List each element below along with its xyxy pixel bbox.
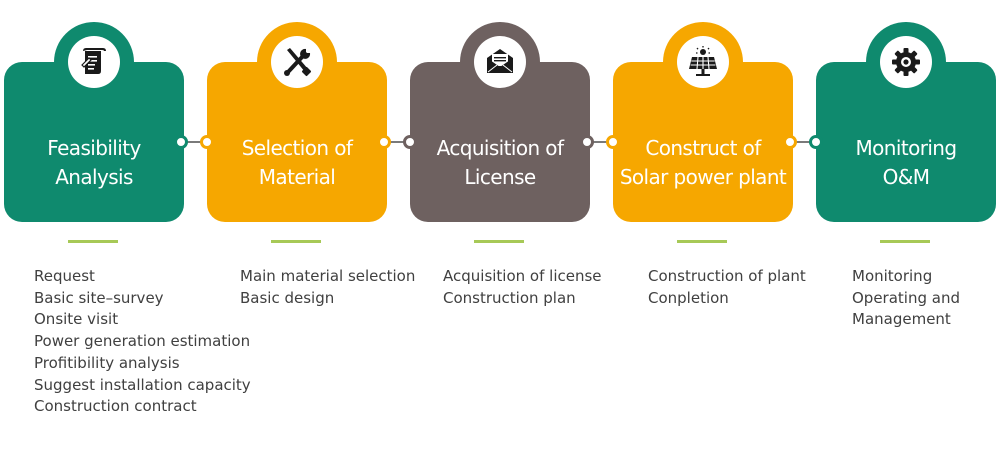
tools-icon: [271, 36, 323, 88]
solar-panel-icon: [677, 36, 729, 88]
list-item: Construction plan: [443, 288, 576, 307]
connector-dot: [200, 135, 214, 149]
step-card: [207, 62, 387, 222]
step-title-line: Material: [258, 165, 336, 189]
list-item: Construction contract: [34, 397, 197, 416]
step-title-line: Feasibility: [47, 136, 141, 160]
list-item: Conpletion: [648, 288, 729, 307]
list-item: Basic design: [240, 288, 335, 307]
step-acquisition-of-license: Acquisition of License Acquisition of li…: [410, 0, 602, 430]
step-title-line: O&M: [882, 165, 930, 189]
list-item: Onsite visit: [34, 310, 119, 329]
step-underline: [271, 240, 321, 243]
step-title-line: Analysis: [55, 165, 133, 189]
connector-dot: [174, 135, 188, 149]
step-items: Main material selection Basic design: [240, 266, 415, 309]
step-monitoring-om: Monitoring O&M Monitoring Operating and …: [816, 0, 996, 430]
step-title: Acquisition of License: [410, 134, 590, 192]
gear-icon: [880, 36, 932, 88]
step-card: [613, 62, 793, 222]
connector-2-3: [377, 135, 417, 149]
connector-1-2: [174, 135, 214, 149]
connector-line: [790, 141, 816, 143]
connector-dot: [606, 135, 620, 149]
list-item: Monitoring: [852, 267, 933, 285]
step-title-line: Selection of: [241, 136, 353, 160]
step-items: Request Basic site–survey Onsite visit P…: [34, 266, 251, 418]
list-item: Construction of plant: [648, 267, 806, 285]
step-underline: [880, 240, 930, 243]
list-item: Basic site–survey: [34, 288, 164, 307]
list-item: Acquisition of license: [443, 267, 602, 285]
connector-dot: [403, 135, 417, 149]
step-title: Selection of Material: [207, 134, 387, 192]
step-underline: [677, 240, 727, 243]
step-title-line: License: [464, 165, 536, 189]
step-card: [4, 62, 184, 222]
step-title: Feasibility Analysis: [4, 134, 184, 192]
list-item: Profitibility analysis: [34, 353, 180, 372]
step-items: Acquisition of license Construction plan: [443, 266, 602, 309]
list-item: Main material selection: [240, 267, 416, 285]
connector-dot: [377, 135, 391, 149]
step-items: Monitoring Operating and Management: [852, 266, 960, 331]
step-title-line: Monitoring: [855, 136, 958, 160]
list-item: Suggest installation capacity: [34, 375, 251, 394]
step-title-line: Construct of: [645, 136, 761, 160]
connector-dot: [580, 135, 594, 149]
connector-line: [587, 141, 613, 143]
step-items: Construction of plant Conpletion: [648, 266, 806, 309]
step-card: [816, 62, 996, 222]
step-underline: [474, 240, 524, 243]
step-underline: [68, 240, 118, 243]
connector-line: [384, 141, 410, 143]
connector-4-5: [783, 135, 823, 149]
list-item: Management: [852, 310, 951, 329]
connector-dot: [809, 135, 823, 149]
connector-dot: [783, 135, 797, 149]
step-title-line: Solar power plant: [619, 165, 787, 189]
step-construct-solar-plant: Construct of Solar power plant Construct…: [613, 0, 806, 430]
step-card: [410, 62, 590, 222]
step-feasibility-analysis: Feasibility Analysis Request Basic site–…: [4, 0, 251, 430]
list-item: Power generation estimation: [34, 332, 251, 351]
step-title: Monitoring O&M: [816, 134, 996, 192]
connector-3-4: [580, 135, 620, 149]
document-pen-icon: [68, 36, 120, 88]
list-item: Operating and: [852, 288, 960, 307]
connector-line: [181, 141, 207, 143]
step-title: Construct of Solar power plant: [613, 134, 793, 192]
step-title-line: Acquisition of: [436, 136, 564, 160]
list-item: Request: [34, 267, 95, 285]
envelope-icon: [474, 36, 526, 88]
step-selection-of-material: Selection of Material Main material sele…: [207, 0, 415, 430]
